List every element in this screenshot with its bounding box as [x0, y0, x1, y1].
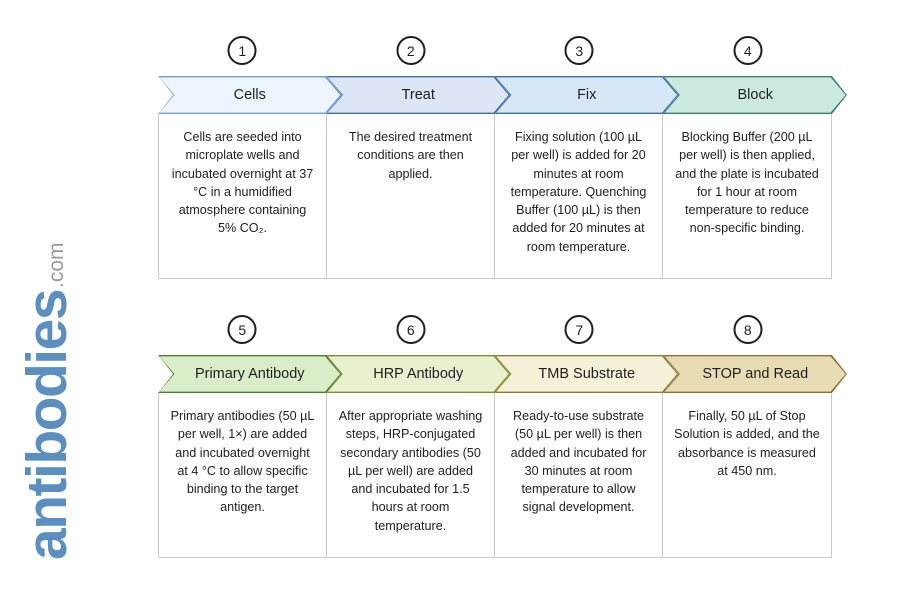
- step-description-5: Primary antibodies (50 µL per well, 1×) …: [159, 393, 327, 557]
- step-chevron-fill: [328, 77, 509, 112]
- step-description-text: Ready-to-use substrate (50 µL per well) …: [510, 409, 647, 515]
- step-description-4: Blocking Buffer (200 µL per well) is the…: [663, 114, 831, 278]
- step-chevron-2[interactable]: Treat: [327, 76, 511, 114]
- step-description-text: Blocking Buffer (200 µL per well) is the…: [675, 130, 819, 236]
- step-number-8: 8: [733, 315, 763, 344]
- step-description-1: Cells are seeded into microplate wells a…: [159, 114, 327, 278]
- step-number-label: 7: [575, 321, 584, 338]
- left-rail: Cell Based ELISA Kits Quick Protocol ant…: [0, 0, 158, 594]
- step-number-1: 1: [227, 36, 257, 65]
- step-label-4: Block: [737, 86, 773, 103]
- brand-logo-suffix: .com: [45, 242, 69, 288]
- page-title: Cell Based ELISA Kits Quick Protocol: [0, 0, 69, 30]
- step-description-2: The desired treatment conditions are the…: [327, 114, 495, 278]
- step-label-8: STOP and Read: [702, 365, 809, 382]
- step-chevron-fill: [159, 77, 340, 112]
- step-number-4: 4: [733, 36, 763, 65]
- step-number-6: 6: [396, 315, 426, 344]
- step-chevron-3[interactable]: Fix: [495, 76, 679, 114]
- step-description-7: Ready-to-use substrate (50 µL per well) …: [495, 393, 663, 557]
- step-label-7: TMB Substrate: [538, 365, 636, 382]
- step-label-2: Treat: [401, 86, 435, 103]
- step-description-6: After appropriate washing steps, HRP-con…: [327, 393, 495, 557]
- step-number-group-2: 5 6 7 8: [158, 315, 832, 355]
- step-number-label: 4: [743, 42, 752, 59]
- chevron-bar-1: Cells Treat Fix Block: [158, 76, 848, 114]
- step-number-group-1: 1 2 3 4: [158, 36, 832, 76]
- step-description-text: Cells are seeded into microplate wells a…: [171, 130, 314, 236]
- step-number-label: 8: [743, 321, 752, 338]
- description-table-1: Cells are seeded into microplate wells a…: [158, 114, 832, 279]
- step-number-label: 5: [238, 321, 247, 338]
- step-description-3: Fixing solution (100 µL per well) is add…: [495, 114, 663, 278]
- step-label-3: Fix: [577, 86, 597, 103]
- step-number-3: 3: [564, 36, 594, 65]
- step-description-text: Finally, 50 µL of Stop Solution is added…: [674, 409, 820, 478]
- step-chevron-fill: [665, 77, 846, 112]
- step-label-5: Primary Antibody: [194, 365, 305, 382]
- step-chevron-fill: [328, 356, 509, 391]
- step-chevron-1[interactable]: Cells: [158, 76, 342, 114]
- step-number-label: 3: [575, 42, 584, 59]
- step-label-1: Cells: [233, 86, 266, 103]
- step-number-2: 2: [396, 36, 426, 65]
- description-table-2: Primary antibodies (50 µL per well, 1×) …: [158, 393, 832, 558]
- step-chevron-fill: [496, 77, 677, 112]
- step-description-text: Fixing solution (100 µL per well) is add…: [510, 130, 647, 254]
- step-description-text: After appropriate washing steps, HRP-con…: [338, 409, 483, 533]
- step-description-8: Finally, 50 µL of Stop Solution is added…: [663, 393, 831, 557]
- step-chevron-fill: [665, 356, 846, 391]
- step-number-5: 5: [227, 315, 257, 344]
- brand-logo-word: antibodies: [15, 289, 79, 560]
- step-number-label: 2: [406, 42, 415, 59]
- step-chevron-6[interactable]: HRP Antibody: [327, 355, 511, 393]
- chevron-bar-2: Primary Antibody HRP Antibody TMB Substrat…: [158, 355, 848, 393]
- brand-logo: antibodies .com: [15, 242, 79, 560]
- step-description-text: The desired treatment conditions are the…: [348, 130, 473, 181]
- step-chevron-fill: [496, 356, 677, 391]
- step-number-label: 6: [406, 321, 415, 338]
- step-chevron-4[interactable]: Block: [664, 76, 848, 114]
- step-chevron-5[interactable]: Primary Antibody: [158, 355, 342, 393]
- step-chevron-7[interactable]: TMB Substrate: [495, 355, 679, 393]
- step-description-text: Primary antibodies (50 µL per well, 1×) …: [170, 409, 315, 515]
- protocol-row-2: 5 6 7 8 Primary Antibody HRP Antibody TMB Sub…: [158, 315, 848, 558]
- step-number-label: 1: [238, 42, 247, 59]
- step-number-7: 7: [564, 315, 594, 344]
- step-chevron-fill: [159, 356, 340, 391]
- step-chevron-8[interactable]: STOP and Read: [664, 355, 848, 393]
- protocol-row-1: 1 2 3 4 Cells Treat Fix Block Cells are seeded…: [158, 36, 848, 279]
- step-label-6: HRP Antibody: [373, 365, 464, 382]
